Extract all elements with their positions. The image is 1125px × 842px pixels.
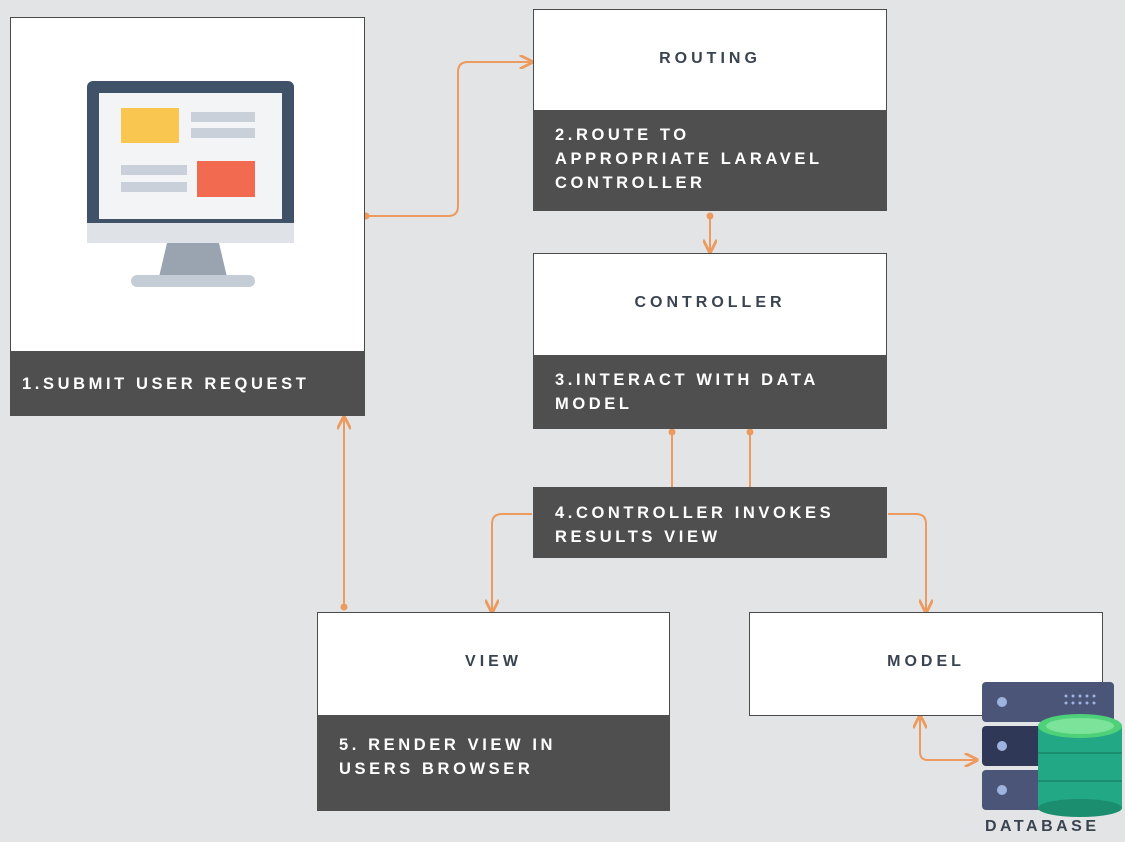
controller-node: CONTROLLER 3.INTERACT WITH DATA MODEL bbox=[533, 253, 887, 429]
step-1-label: 1.SUBMIT USER REQUEST bbox=[22, 375, 310, 393]
step-4-label: 4.CONTROLLER INVOKES RESULTS VIEW bbox=[555, 504, 835, 546]
view-title: VIEW bbox=[465, 653, 522, 670]
controller-title: CONTROLLER bbox=[634, 294, 786, 311]
invokes-node: 4.CONTROLLER INVOKES RESULTS VIEW bbox=[533, 487, 887, 558]
client-node: 1.SUBMIT USER REQUEST bbox=[10, 17, 365, 416]
connector-client-routing bbox=[366, 62, 532, 217]
client-step-panel: 1.SUBMIT USER REQUEST bbox=[10, 351, 365, 416]
connector-invokes-view bbox=[492, 513, 532, 612]
routing-step-panel: 2.ROUTE TO APPROPRIATE LARAVEL CONTROLLE… bbox=[533, 110, 887, 211]
step-2-label: 2.ROUTE TO APPROPRIATE LARAVEL CONTROLLE… bbox=[555, 126, 823, 192]
controller-step-panel: 3.INTERACT WITH DATA MODEL bbox=[533, 355, 887, 429]
database-server-icon bbox=[982, 682, 1122, 817]
step-3-label: 3.INTERACT WITH DATA MODEL bbox=[555, 371, 819, 413]
connector-model-database bbox=[920, 716, 977, 760]
view-step-panel: 5. RENDER VIEW IN USERS BROWSER bbox=[317, 715, 670, 811]
view-node: VIEW 5. RENDER VIEW IN USERS BROWSER bbox=[317, 612, 670, 811]
step-5-label: 5. RENDER VIEW IN USERS BROWSER bbox=[339, 736, 557, 778]
connector-invokes-model bbox=[888, 513, 926, 612]
database-label: DATABASE bbox=[985, 818, 1100, 835]
desktop-monitor-icon bbox=[87, 81, 294, 287]
routing-title: ROUTING bbox=[659, 50, 761, 67]
model-title: MODEL bbox=[887, 653, 965, 670]
routing-node: ROUTING 2.ROUTE TO APPROPRIATE LARAVEL C… bbox=[533, 9, 887, 211]
